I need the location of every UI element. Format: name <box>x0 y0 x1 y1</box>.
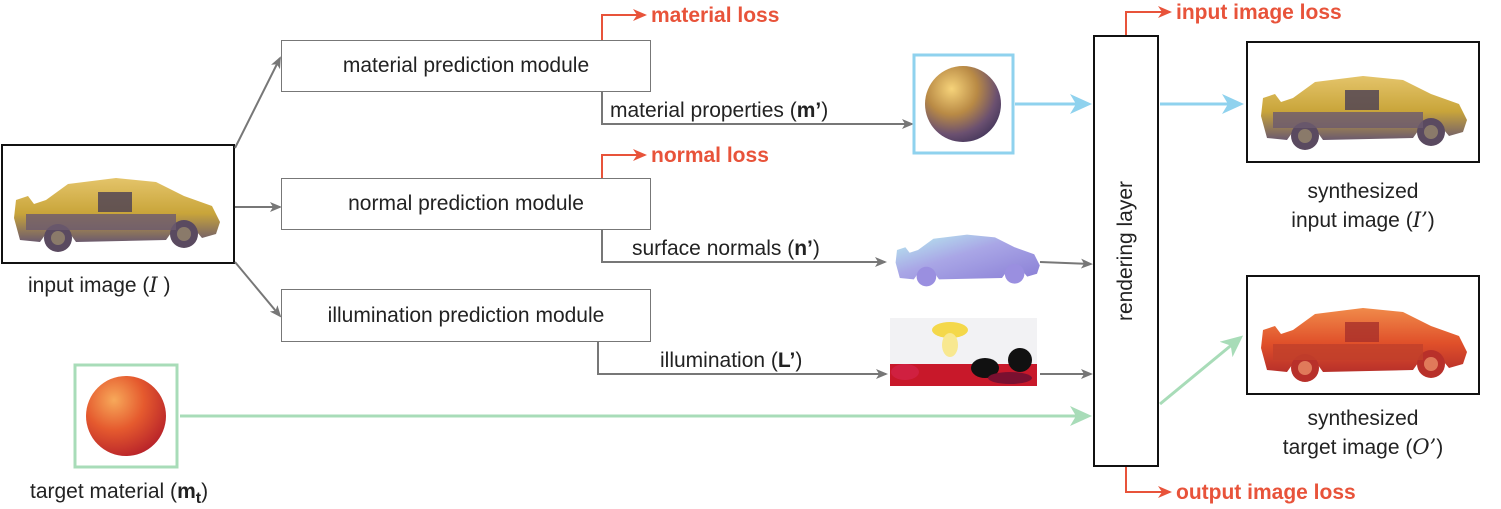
arrow-normal-loss <box>601 149 647 178</box>
normal-loss-label: normal loss <box>651 144 769 167</box>
input-image-label: input image (I ) <box>28 273 171 297</box>
illumination-map-thumbnail <box>890 318 1037 386</box>
input-image-loss-label: input image loss <box>1176 1 1342 24</box>
output-image-loss-label: output image loss <box>1176 481 1356 504</box>
rendering-layer-label: rendering layer <box>1114 180 1137 322</box>
synthesized-target-thumbnail <box>1246 275 1480 395</box>
material-properties-label: material properties (m’) <box>610 99 829 122</box>
arrow-normals-to-render <box>1039 258 1093 269</box>
surface-normals-thumbnail <box>895 234 1040 287</box>
synthesized-input-thumbnail <box>1246 41 1480 163</box>
arrow-material-output <box>601 92 914 129</box>
material-loss-label: material loss <box>651 4 780 27</box>
target-material-thumbnail <box>73 363 179 469</box>
rendering-layer: rendering layer <box>1093 35 1159 467</box>
arrow-output-image-loss <box>1125 467 1172 498</box>
arrow-render-to-synth-target <box>1159 335 1244 406</box>
normal-module-label: normal prediction module <box>348 192 584 215</box>
target-material-label: target material (mt) <box>30 480 209 508</box>
synthesized-input-label: synthesized input image (I’) <box>1291 180 1435 233</box>
arrow-normal-output <box>601 230 887 267</box>
material-prediction-module: material prediction module <box>281 40 651 92</box>
arrow-input-to-material <box>234 56 281 149</box>
synthesized-target-label: synthesized target image (O’) <box>1282 407 1444 460</box>
illumination-prediction-module: illumination prediction module <box>281 289 651 342</box>
material-module-label: material prediction module <box>342 54 590 77</box>
illumination-module-label: illumination prediction module <box>327 303 605 327</box>
arrow-illumination-output <box>597 342 888 379</box>
input-image-thumbnail <box>1 144 235 264</box>
normal-prediction-module: normal prediction module <box>281 178 651 230</box>
illumination-label: illumination (L’) <box>660 349 803 372</box>
surface-normals-label: surface normals (n’) <box>632 237 820 260</box>
material-sphere-thumbnail <box>912 53 1015 155</box>
arrow-input-to-illumination <box>234 261 282 318</box>
arrow-material-loss <box>601 9 647 40</box>
arrow-input-image-loss <box>1125 6 1172 35</box>
car-yellow-render <box>14 178 220 252</box>
